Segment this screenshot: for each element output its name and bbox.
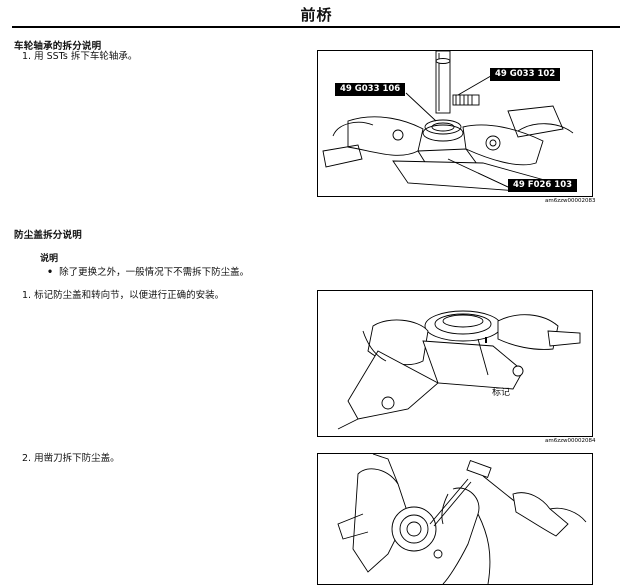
sst-label-f026-103: 49 F026 103: [508, 179, 578, 192]
step-mark-dust-cover: 1. 标记防尘盖和转向节，以便进行正确的安装。: [22, 290, 225, 301]
figure-chisel-removal-illustration: [337, 454, 587, 584]
figure-bearing-removal: 49 G033 106 49 G033 102 49 F026 103: [317, 50, 593, 197]
figure-id-2083: am6zzw00002083: [545, 198, 596, 204]
header-divider: [12, 26, 620, 28]
sst-label-g033-102: 49 G033 102: [490, 68, 561, 81]
section-heading-wheel-bearing: 车轮轴承的拆分说明: [14, 41, 102, 52]
step-remove-dust-cover: 2. 用凿刀拆下防尘盖。: [22, 453, 120, 464]
figure-chisel-removal: [317, 453, 593, 585]
page-title: 前桥: [300, 6, 333, 24]
sst-label-g033-106: 49 G033 106: [335, 83, 406, 96]
note-heading: 说明: [40, 254, 59, 264]
note-bullet: • 除了更换之外，一般情况下不需拆下防尘盖。: [47, 264, 249, 278]
figure-mark-dust-cover-illustration: [337, 310, 581, 430]
note-bullet-text: 除了更换之外，一般情况下不需拆下防尘盖。: [59, 267, 250, 278]
step-remove-wheel-bearing: 1. 用 SSTs 拆下车轮轴承。: [22, 51, 138, 62]
figure-mark-dust-cover: 标记: [317, 290, 593, 437]
mark-label: 标记: [492, 388, 511, 398]
bullet-dot-icon: •: [47, 267, 54, 278]
section-heading-dust-cover: 防尘盖拆分说明: [14, 230, 82, 241]
figure-id-2084: am6zzw00002084: [545, 438, 596, 444]
